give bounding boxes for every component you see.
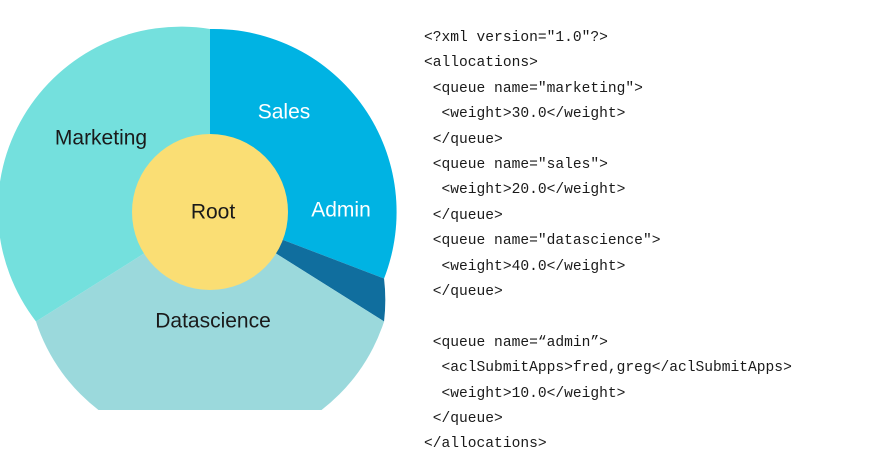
pie-slice-label-datascience: Datascience bbox=[155, 310, 271, 333]
xml-line: <aclSubmitApps>fred,greg</aclSubmitApps> bbox=[424, 360, 792, 377]
donut-chart-svg: Sales Admin Datascience Marketing Root bbox=[0, 26, 397, 410]
donut-chart: Sales Admin Datascience Marketing Root bbox=[0, 0, 420, 410]
xml-line: <queue name=“admin”> bbox=[424, 334, 608, 351]
xml-line: <?xml version="1.0"?> bbox=[424, 30, 608, 46]
xml-line-blank bbox=[424, 305, 871, 330]
xml-code-block: <?xml version="1.0"?> <allocations> <queu… bbox=[424, 26, 871, 458]
xml-line: <queue name="datascience"> bbox=[424, 233, 661, 250]
pie-slice-datascience[interactable] bbox=[35, 212, 385, 410]
xml-line: <weight>30.0</weight> bbox=[424, 106, 626, 123]
pie-center-hub[interactable] bbox=[132, 134, 288, 290]
xml-line: <queue name="marketing"> bbox=[424, 80, 643, 97]
xml-snippet-panel: <?xml version="1.0"?> <allocations> <queu… bbox=[424, 26, 871, 452]
xml-line: <queue name="sales"> bbox=[424, 157, 608, 174]
xml-line: <allocations> bbox=[424, 55, 538, 72]
xml-line: </queue> bbox=[424, 207, 503, 224]
pie-slice-marketing[interactable] bbox=[0, 26, 210, 322]
xml-line: </allocations> bbox=[424, 436, 547, 453]
xml-line: <weight>40.0</weight> bbox=[424, 258, 626, 275]
pie-center-label-root: Root bbox=[191, 201, 236, 224]
xml-line: </queue> bbox=[424, 411, 503, 428]
xml-line: </queue> bbox=[424, 284, 503, 301]
xml-line: <weight>20.0</weight> bbox=[424, 182, 626, 199]
xml-line: </queue> bbox=[424, 131, 503, 148]
xml-line: <weight>10.0</weight> bbox=[424, 385, 626, 402]
pie-slice-label-marketing: Marketing bbox=[55, 127, 147, 150]
pie-slice-label-sales: Sales bbox=[258, 101, 311, 124]
pie-slice-label-admin: Admin bbox=[311, 199, 371, 222]
